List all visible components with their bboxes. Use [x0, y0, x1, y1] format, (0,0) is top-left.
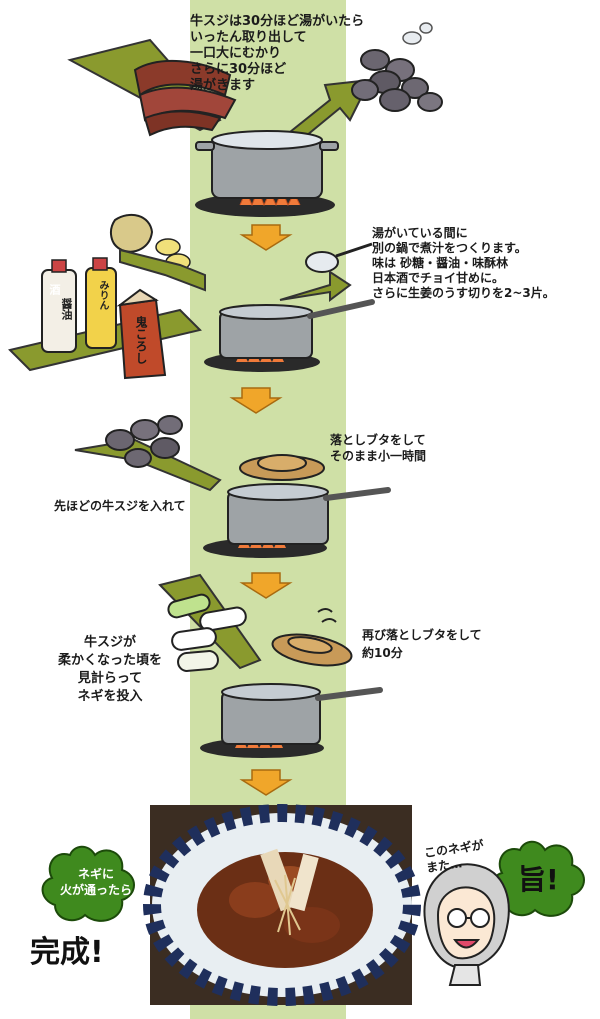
- drop-lid-illustration: [239, 454, 325, 481]
- step2-text: 湯がいている間に 別の鍋で煮汁をつくります。 味は 砂糖・醤油・味酥林 日本酒で…: [372, 226, 555, 300]
- saucepan-3-illustration: [203, 483, 391, 558]
- cut-beef-pile-illustration: [351, 22, 443, 112]
- cartoon-person: [423, 863, 510, 986]
- arrow-leaf-spoon: [279, 270, 352, 302]
- down-arrow-4: [239, 769, 293, 796]
- bottles-illustration: [8, 257, 202, 380]
- bottle-label-soy: 醤油: [60, 298, 73, 320]
- step3-lid-text: 落としブタをして そのまま小一時間: [330, 433, 427, 463]
- step4-right-text: 再び落としブタをして 約10分: [362, 628, 482, 660]
- down-arrow-1: [239, 224, 293, 251]
- final-done-text: 完成!: [30, 935, 104, 970]
- carton-label-onikoroshi: 鬼ころし: [134, 316, 148, 364]
- drop-lid-2-illustration: [271, 608, 353, 667]
- spoon-illustration: [305, 242, 373, 273]
- saucepan-2-illustration: [204, 299, 375, 372]
- green-leaf-shape: [41, 845, 135, 922]
- green-onion-illustration: [158, 573, 262, 672]
- pot-boiling-illustration: [195, 130, 339, 217]
- umai-text: 旨!: [518, 863, 559, 896]
- down-arrow-3: [239, 572, 293, 599]
- step4-left-text: 牛スジが 柔かくなった頃を 見計らって ネギを投入: [58, 635, 163, 704]
- arrow-leaf-ginger: [119, 248, 206, 292]
- beef-strips-illustration: [67, 38, 237, 137]
- bottle-label-mirin: みりん: [97, 280, 108, 310]
- beef-pile-2-illustration: [74, 415, 222, 492]
- final-leaf-text: ネギに 火が通ったら: [60, 867, 133, 897]
- finished-dish-photo: [143, 804, 421, 1006]
- saucepan-4-illustration: [200, 683, 383, 758]
- green-leaf-umai: [491, 840, 585, 917]
- down-arrow-2: [229, 387, 283, 414]
- bottle-label-sake: 酒: [48, 284, 61, 295]
- step3-beef-text: 先ほどの牛スジを入れて: [54, 499, 186, 513]
- step1-text: 牛スジは30分ほど湯がいたら いったん取り出して 一口大にむかり さらに30分ほ…: [190, 14, 365, 93]
